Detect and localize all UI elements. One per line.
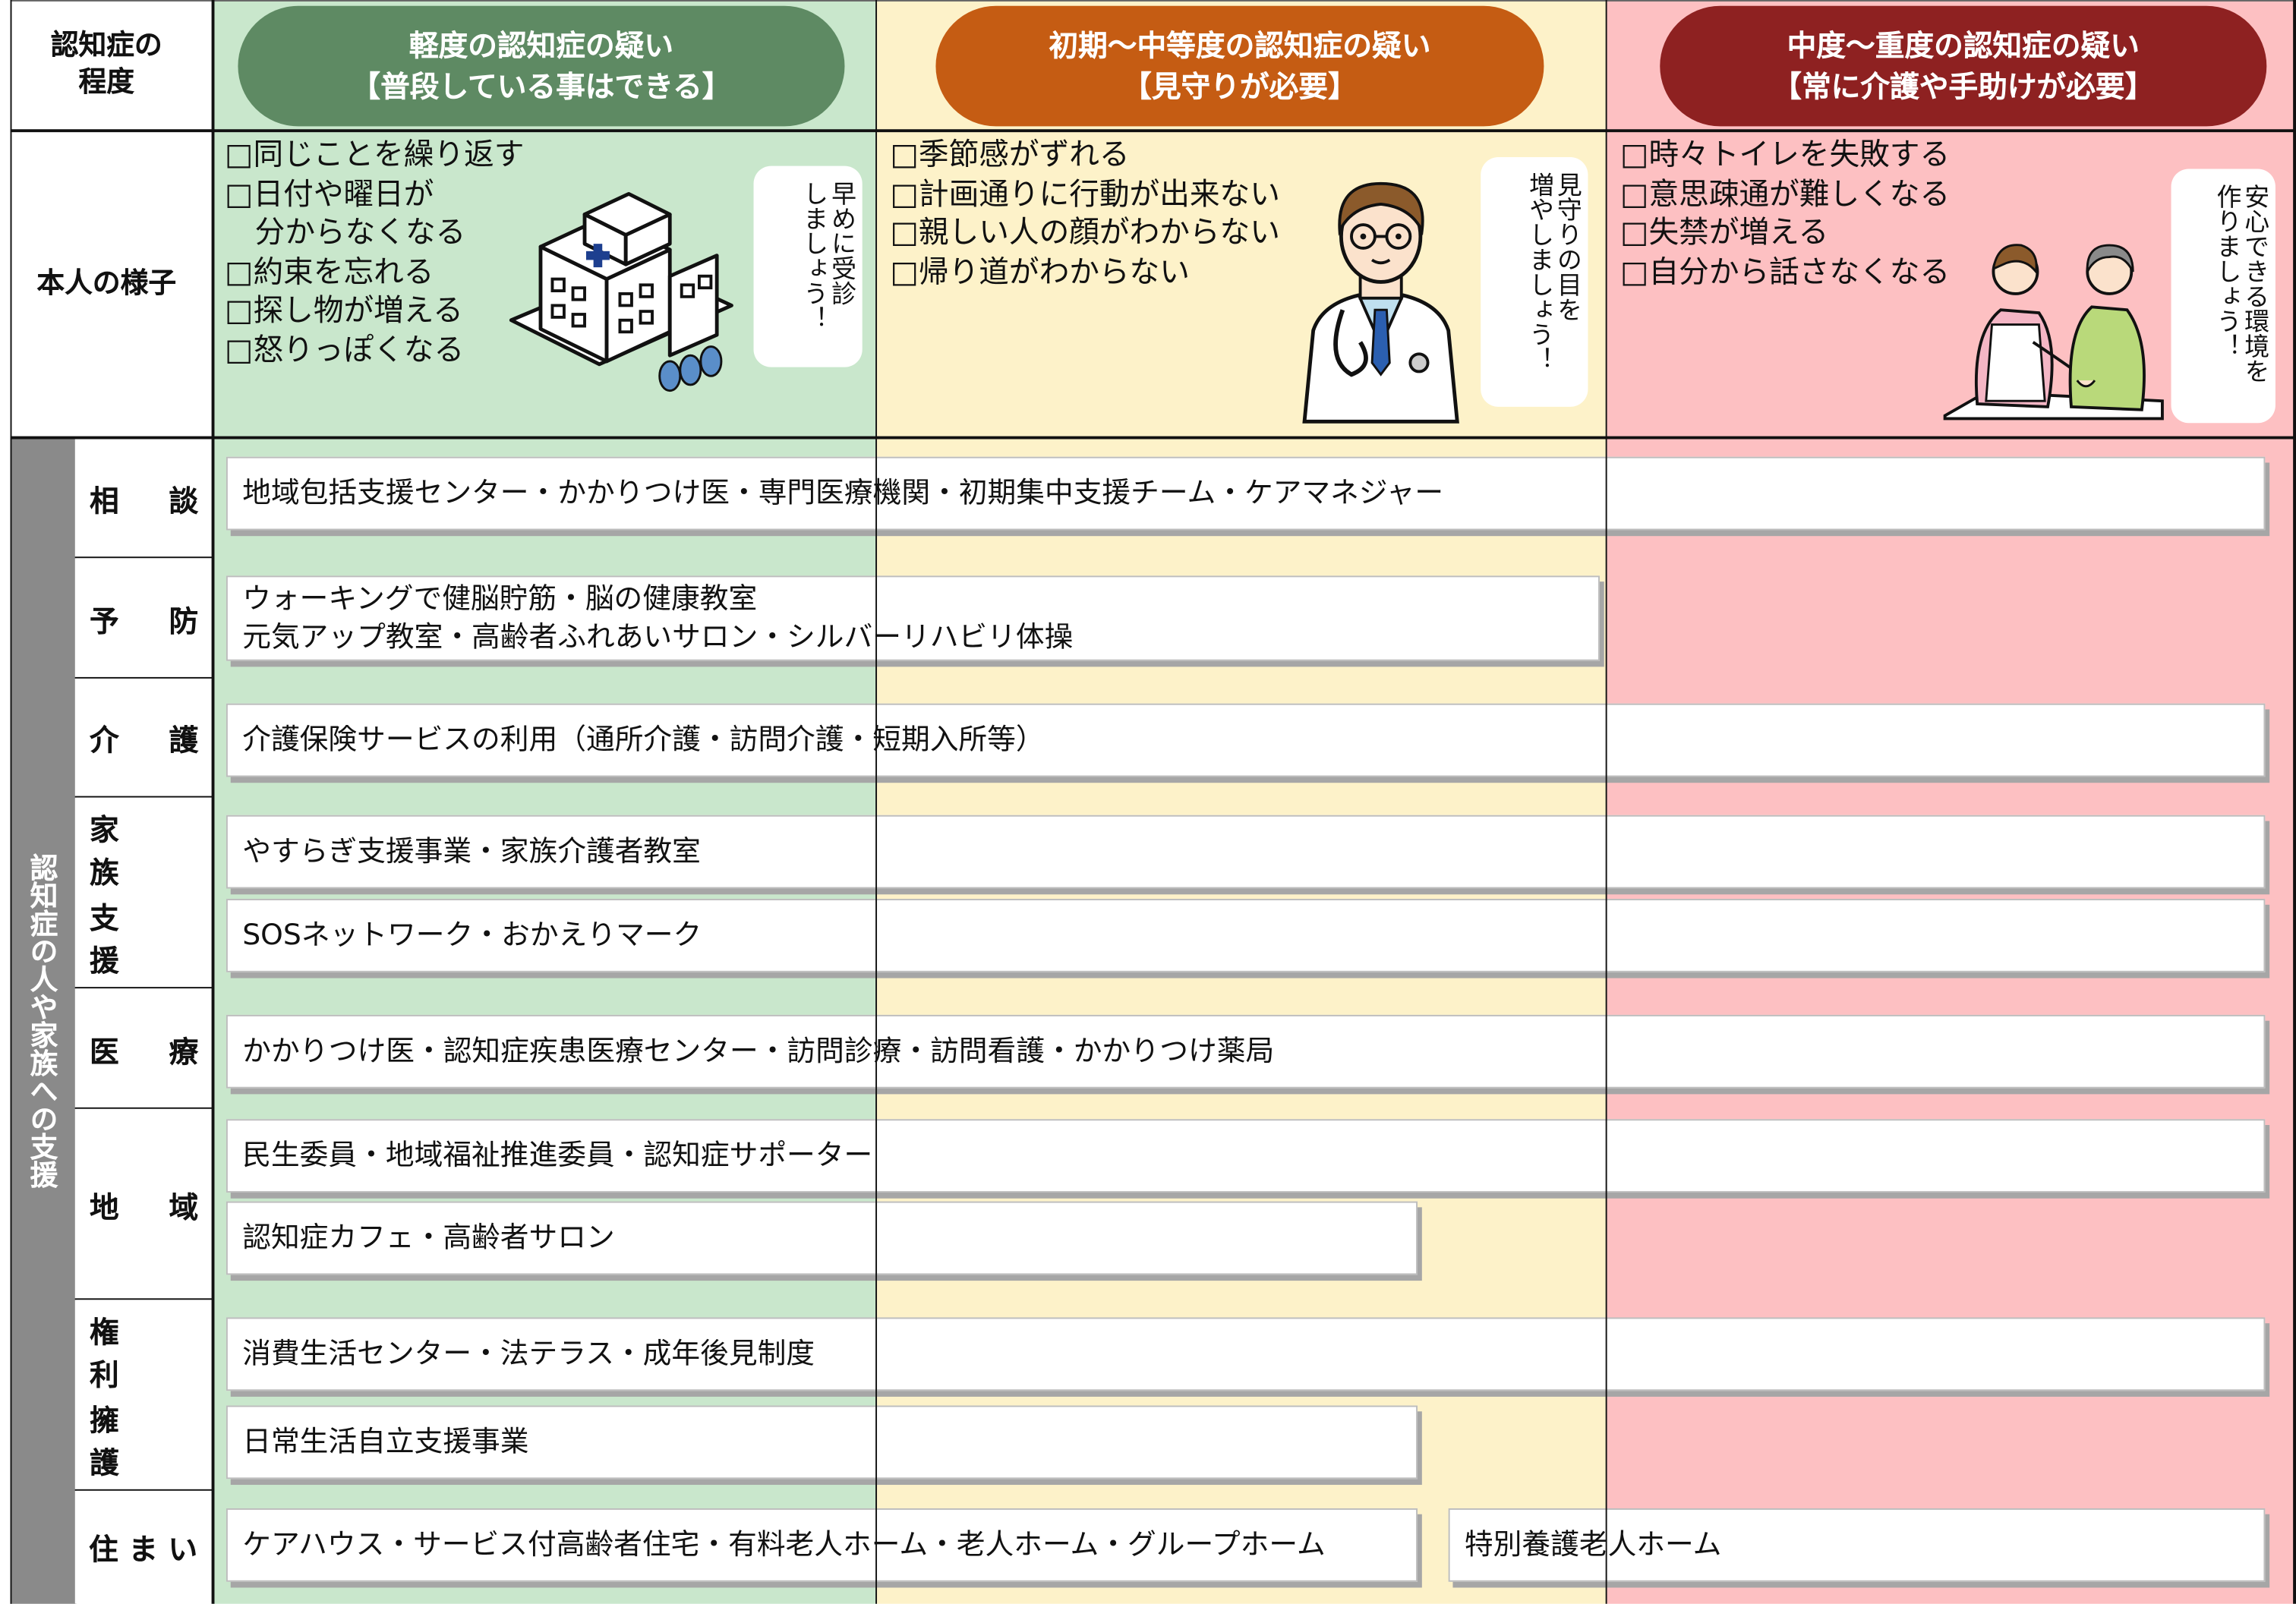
- category-rights-label: 権利 擁護: [74, 1300, 213, 1491]
- severity-label: 認知症の 程度: [50, 29, 162, 99]
- category-family-label: 家族 支援: [74, 797, 213, 989]
- moderate-symptom-list: □季節感がずれる □計画通りに行動が出来ない □親しい人の顔がわからない □帰り…: [890, 136, 1280, 289]
- grid-line: [74, 1107, 213, 1109]
- moderate-advice-bubble: 見守りの目を 増やしましょう！: [1481, 157, 1588, 407]
- grid-line: [74, 1489, 213, 1491]
- category-prevent-label: 予防: [74, 558, 213, 679]
- doctor-illustration-icon: [1302, 181, 1459, 424]
- category-family-line2: 支援: [90, 900, 174, 978]
- care-services-box: 介護保険サービスの利用（通所介護・訪問介護・短期入所等）: [226, 703, 2266, 777]
- severe-advice-bubble: 安心できる環境を 作りましょう！: [2171, 169, 2276, 424]
- grid-line: [2293, 0, 2296, 1604]
- stage-moderate-pill: 初期～中等度の認知症の疑い 【見守りが必要】: [935, 5, 1544, 127]
- family-support-box-2: SOSネットワーク・おかえりマーク: [226, 899, 2266, 972]
- grid-line: [74, 556, 213, 559]
- mild-advice-bubble: 早めに受診 しましょう！: [753, 165, 863, 367]
- grid-line: [10, 129, 2296, 133]
- stage-moderate-subtitle: 【見守りが必要】: [1122, 68, 1358, 105]
- stage-mild-title: 軽度の認知症の疑い: [408, 27, 674, 64]
- mild-advice-text: 早めに受診 しましょう！: [797, 180, 856, 331]
- prevent-services-box: ウォーキングで健脳貯筋・脳の健康教室 元気アップ教室・高齢者ふれあいサロン・シル…: [226, 575, 1600, 661]
- grid-line: [211, 0, 215, 1604]
- moderate-advice-text: 見守りの目を 増やしましょう！: [1523, 172, 1581, 372]
- category-family-line1: 家族: [90, 811, 174, 890]
- support-side-label: 認知症の人や家族への支援: [25, 853, 58, 1189]
- severe-symptom-list: □時々トイレを失敗する □意思疎通が難しくなる □失禁が増える □自分から話さな…: [1620, 136, 1951, 289]
- stage-mild-pill: 軽度の認知症の疑い 【普段している事はできる】: [238, 5, 845, 127]
- support-side-label-cell: 認知症の人や家族への支援: [10, 437, 77, 1604]
- category-medical-label: 医療: [74, 988, 213, 1109]
- grid-line: [875, 0, 878, 1604]
- category-housing-label: 住まい: [74, 1490, 213, 1604]
- stage-severe-pill: 中度～重度の認知症の疑い 【常に介護や手助けが必要】: [1660, 5, 2267, 127]
- grid-line: [74, 676, 213, 679]
- grid-line: [10, 0, 2296, 2]
- grid-line: [1605, 0, 1607, 1604]
- hospital-illustration-icon: [509, 191, 733, 392]
- family-support-box-1: やすらぎ支援事業・家族介護者教室: [226, 815, 2266, 889]
- consult-services-box: 地域包括支援センター・かかりつけ医・専門医療機関・初期集中支援チーム・ケアマネジ…: [226, 456, 2266, 531]
- grid-line: [74, 1298, 213, 1300]
- grid-line: [74, 987, 213, 989]
- rights-support-box-1: 消費生活センター・法テラス・成年後見制度: [226, 1317, 2266, 1391]
- housing-box-1: ケアハウス・サービス付高齢者住宅・有料老人ホーム・老人ホーム・グループホーム: [226, 1508, 1418, 1582]
- severe-advice-text: 安心できる環境を 作りましょう！: [2210, 183, 2269, 383]
- category-care-label: 介護: [74, 678, 213, 798]
- symptoms-row-label-cell: 本人の様子: [0, 129, 213, 438]
- stage-severe-title: 中度～重度の認知症の疑い: [1787, 27, 2140, 64]
- stage-moderate-title: 初期～中等度の認知症の疑い: [1049, 27, 1431, 64]
- category-consult-label: 相談: [74, 437, 213, 559]
- mild-symptom-list: □同じことを繰り返す □日付や曜日が 分からなくなる □約束を忘れる □探し物が…: [225, 136, 525, 367]
- caregiver-illustration-icon: [1943, 244, 2164, 421]
- medical-services-box: かかりつけ医・認知症疾患医療センター・訪問診療・訪問看護・かかりつけ薬局: [226, 1014, 2266, 1089]
- stage-severe-subtitle: 【常に介護や手助けが必要】: [1772, 68, 2155, 105]
- category-region-label: 地域: [74, 1108, 213, 1300]
- grid-line: [10, 436, 2296, 440]
- housing-box-2: 特別養護老人ホーム: [1448, 1508, 2266, 1582]
- grid-line: [10, 0, 12, 1604]
- region-support-box-2: 認知症カフェ・高齢者サロン: [226, 1201, 1418, 1275]
- region-support-box-1: 民生委員・地域福祉推進委員・認知症サポーター: [226, 1119, 2266, 1193]
- grid-line: [74, 796, 213, 798]
- severity-label-cell: 認知症の 程度: [0, 0, 213, 130]
- rights-support-box-2: 日常生活自立支援事業: [226, 1405, 1418, 1480]
- symptoms-row-label: 本人の様子: [36, 266, 177, 299]
- stage-mild-subtitle: 【普段している事はできる】: [351, 68, 732, 105]
